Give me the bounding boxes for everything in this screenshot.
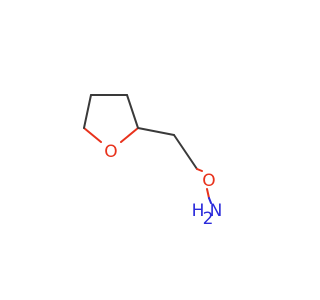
bond-ring-c4-c1 (83, 94, 92, 129)
bond-ring-c2-c3 (126, 94, 139, 129)
ring-oxygen-label: O (104, 142, 117, 162)
bond-chain-2 (173, 134, 198, 170)
bond-o-n-upper (206, 188, 210, 199)
bond-chain-1 (137, 127, 175, 136)
nitrogen-hydrogen-count: 2 (203, 209, 214, 229)
bond-ring-c3-o (120, 127, 139, 143)
structure-diagram: O O N H 2 (83, 94, 223, 229)
molecule-canvas: O O N H 2 (83, 94, 223, 229)
nitrogen-hydrogen-label: H (192, 201, 205, 221)
bond-chain-c-o (196, 168, 203, 172)
nitrogen-label: N (210, 201, 223, 221)
bond-o-n-lower (208, 197, 212, 204)
chain-oxygen-label: O (202, 171, 215, 191)
bond-ring-o-c4 (83, 127, 102, 143)
